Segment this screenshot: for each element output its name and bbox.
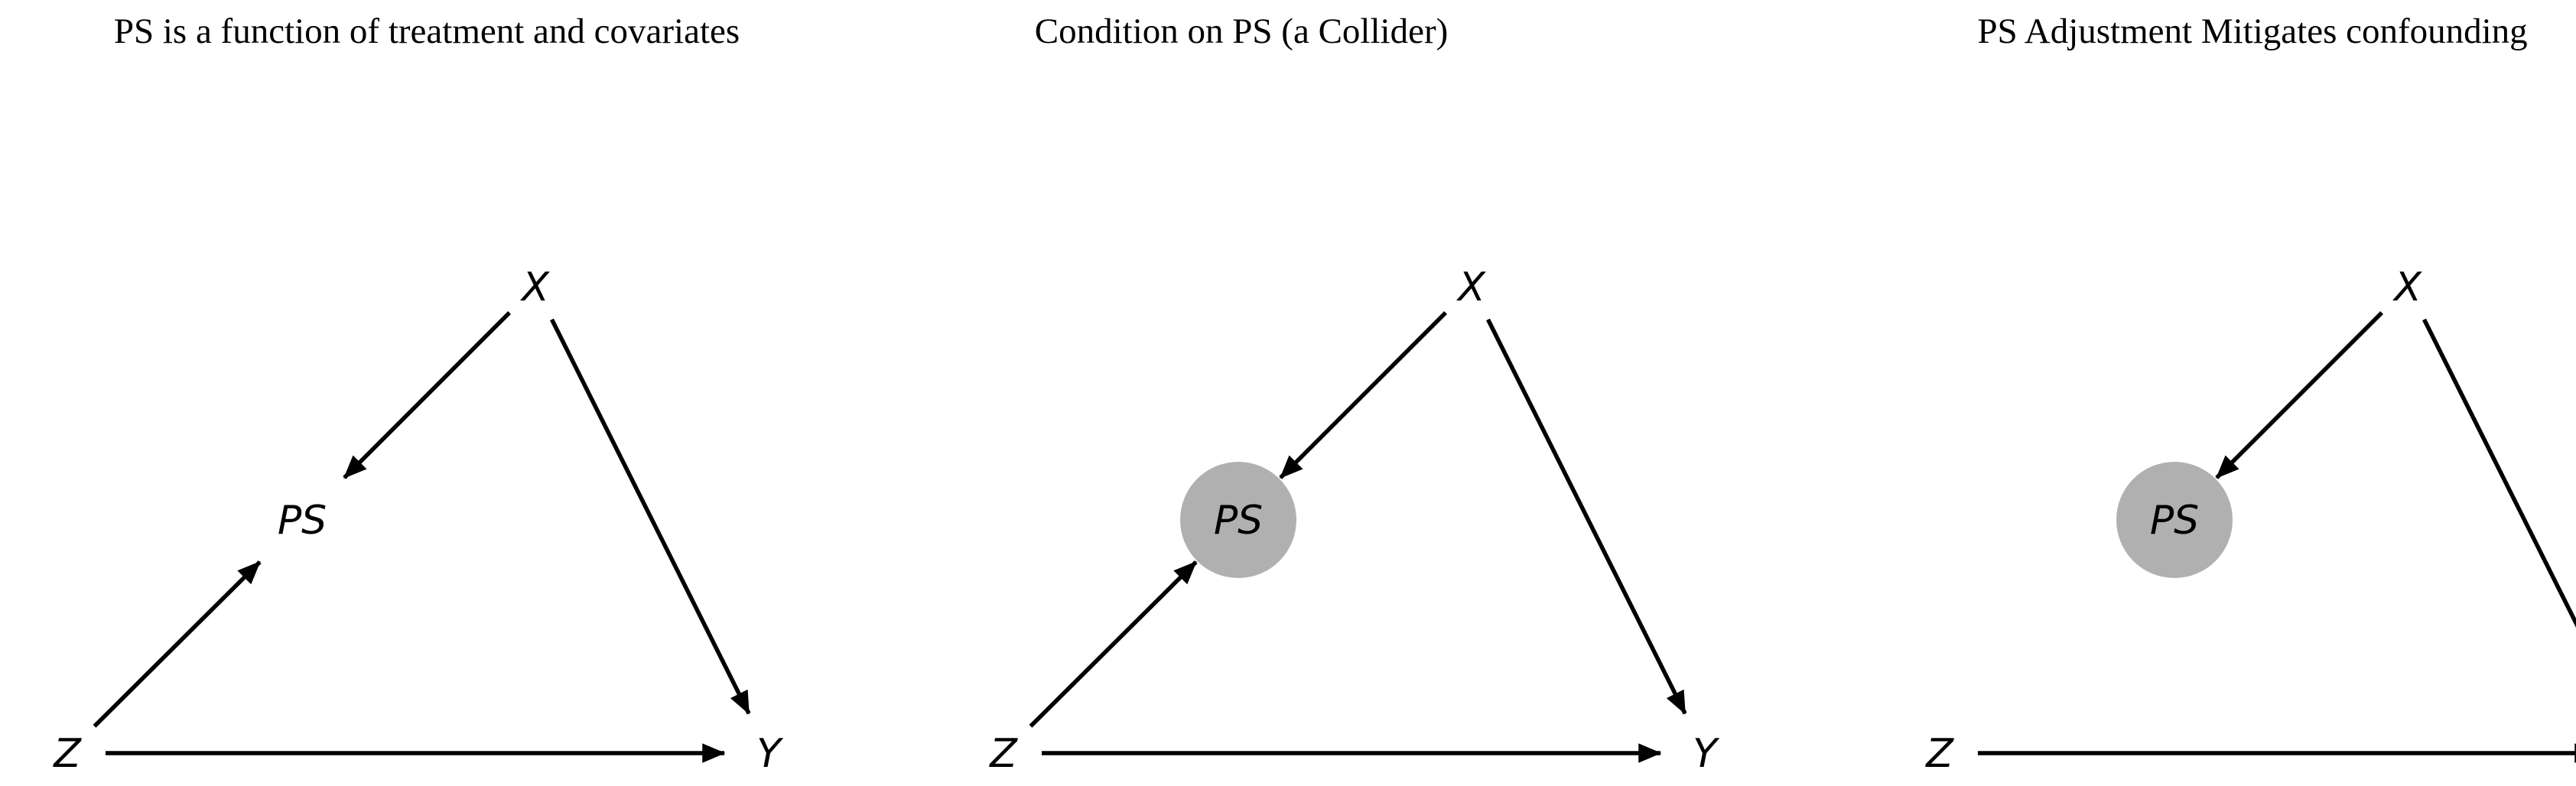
panel-3: PS Adjustment Mitigates confounding X PS Z… (1924, 11, 2576, 777)
node-ps: PS (278, 498, 327, 544)
node-z-label: Z (1924, 731, 1954, 777)
panel-1-title: PS is a function of treatment and covari… (114, 11, 740, 51)
node-z-label: Z (988, 731, 1018, 777)
edge-x-to-ps (2215, 310, 2384, 479)
edge-x-to-y (2422, 318, 2576, 628)
node-ps-label: PS (1214, 498, 1263, 544)
panel-1-nodes: X PS Z Y (52, 265, 784, 777)
edge-z-to-ps (1029, 560, 1198, 728)
node-ps-highlight-circle (2116, 462, 2233, 578)
node-ps: PS (1180, 462, 1296, 578)
node-x-label: X (519, 265, 550, 310)
node-x-label: X (1456, 265, 1486, 310)
edge-x-to-ps (1279, 310, 1448, 479)
node-y-label: Y (1693, 731, 1720, 777)
node-x-label: X (2392, 265, 2422, 310)
node-x: X (1456, 265, 1486, 310)
node-ps: PS (2116, 462, 2233, 578)
edge-x-to-y (1486, 318, 1687, 715)
node-z: Z (988, 731, 1018, 777)
panel-2-edges (1029, 310, 1687, 763)
node-y: Y (1693, 731, 1720, 777)
node-y-label: Y (756, 731, 784, 777)
panel-1: PS is a function of treatment and covari… (52, 11, 784, 777)
panel-3-edges (1978, 310, 2576, 763)
node-z: Z (52, 731, 82, 777)
edge-z-to-ps (93, 560, 262, 728)
node-ps-label: PS (2150, 498, 2199, 544)
edge-x-to-y (550, 318, 751, 715)
node-y: Y (756, 731, 784, 777)
panel-2: Condition on PS (a Collider) X PS Z Y (988, 11, 1720, 777)
node-x: X (519, 265, 550, 310)
node-z-label: Z (52, 731, 82, 777)
panel-1-edges (93, 310, 751, 763)
node-x: X (2392, 265, 2422, 310)
panel-2-nodes: X PS Z Y (988, 265, 1720, 777)
edge-x-to-ps (343, 310, 512, 479)
panel-2-title: Condition on PS (a Collider) (1035, 11, 1449, 51)
node-ps-highlight-circle (1180, 462, 1296, 578)
node-ps-label: PS (278, 498, 327, 544)
panel-3-title: PS Adjustment Mitigates confounding (1977, 11, 2527, 51)
node-z: Z (1924, 731, 1954, 777)
